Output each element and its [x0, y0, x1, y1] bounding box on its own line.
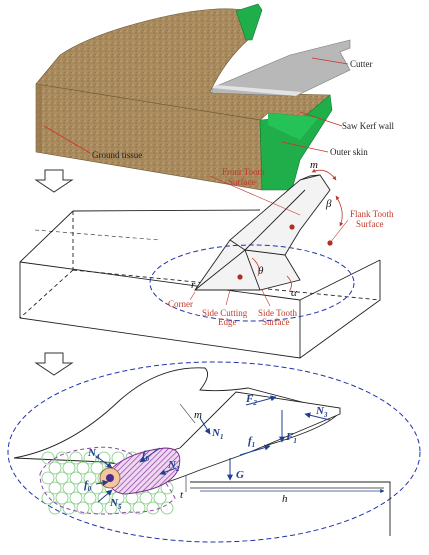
symbol-t: t — [180, 489, 184, 501]
particle-circle — [48, 481, 62, 495]
wood-top-face — [35, 8, 331, 121]
surface-dot-1 — [289, 224, 295, 230]
particle-circle — [139, 491, 153, 505]
force-F2: F2 — [245, 393, 257, 407]
particle-circle — [132, 501, 146, 515]
particle-circle — [41, 451, 55, 465]
particle-circle — [41, 491, 55, 505]
label-flank-tooth-1: Flank Tooth — [350, 209, 394, 219]
panel3-corner-point — [106, 474, 114, 482]
symbol-m-top: m — [310, 159, 318, 171]
symbol-m-detail: m — [194, 409, 202, 421]
label-saw-kerf-wall: Saw Kerf wall — [342, 121, 394, 131]
panel2-tooth — [194, 174, 331, 291]
panel3-zoom-ellipse — [7, 361, 421, 543]
particle-circle — [48, 461, 62, 475]
particle-circle — [90, 501, 104, 515]
particle-circle — [146, 501, 160, 515]
particle-circle — [76, 461, 90, 475]
label-cutter: Cutter — [350, 59, 373, 69]
particle-circle — [97, 491, 111, 505]
force-fb: fb — [142, 449, 150, 463]
force-N2: N2 — [167, 459, 180, 473]
particle-circle — [83, 451, 97, 465]
particle-circle — [90, 481, 104, 495]
down-arrow-2 — [34, 352, 74, 376]
particle-circle — [160, 501, 174, 515]
down-arrow-1 — [34, 169, 74, 193]
cutter-highlight — [212, 85, 302, 96]
force-f0: f0 — [84, 479, 92, 493]
particle-circle — [69, 451, 83, 465]
label-side-tooth-2: Surface — [262, 317, 289, 327]
outer-skin-kerf — [268, 113, 318, 140]
panel1-wood-block — [35, 3, 351, 191]
panel3-base-line — [190, 481, 391, 536]
force-f1: f1 — [248, 435, 255, 449]
force-N4: N4 — [87, 447, 100, 461]
particle-circle — [62, 501, 76, 515]
particle-circle — [41, 471, 55, 485]
particle-circle — [69, 471, 83, 485]
particle-circle — [62, 461, 76, 475]
panel3-crushed-zone — [108, 447, 181, 495]
label-side-tooth-1: Side Tooth — [258, 308, 297, 318]
label-corner: Corner — [168, 299, 193, 309]
force-F1: F1 — [285, 431, 297, 445]
panel3-force-arrows — [95, 395, 331, 503]
symbol-r: r — [191, 279, 196, 291]
surface-dot-3 — [237, 274, 243, 280]
label-outer-skin: Outer skin — [330, 147, 368, 157]
label-side-cutting-2: Edge — [218, 317, 237, 327]
cutter-blade — [211, 39, 351, 97]
particle-circle — [55, 471, 69, 485]
label-front-tooth-1: Front Tooth — [222, 167, 265, 177]
outer-skin-top — [235, 3, 263, 41]
force-G: G — [236, 469, 244, 481]
particle-circle — [55, 491, 69, 505]
particle-circle — [83, 471, 97, 485]
force-N1: N1 — [211, 427, 223, 441]
symbol-theta: θ — [258, 265, 264, 277]
force-N3: N3 — [315, 405, 328, 419]
particle-circle — [48, 501, 62, 515]
symbol-beta: β — [325, 198, 332, 210]
label-side-cutting-1: Side Cutting — [202, 308, 248, 318]
force-N5: N5 — [109, 497, 122, 511]
panel2-focus-ellipse — [149, 244, 355, 322]
label-ground-tissue: Ground tissue — [92, 150, 142, 160]
panel3-deformation-zone — [39, 446, 176, 515]
wood-edge-shade — [36, 84, 42, 152]
label-front-tooth-2: Surface — [228, 177, 255, 187]
symbol-h: h — [282, 493, 288, 505]
symbol-alpha: α — [291, 287, 297, 299]
particle-circle — [76, 481, 90, 495]
particle-circle — [62, 481, 76, 495]
particle-circle — [69, 491, 83, 505]
particle-circle — [118, 501, 132, 515]
label-flank-tooth-2: Surface — [356, 219, 383, 229]
particle-circle — [153, 491, 167, 505]
particle-circle — [83, 491, 97, 505]
particle-circle — [90, 461, 104, 475]
particle-circle — [76, 501, 90, 515]
